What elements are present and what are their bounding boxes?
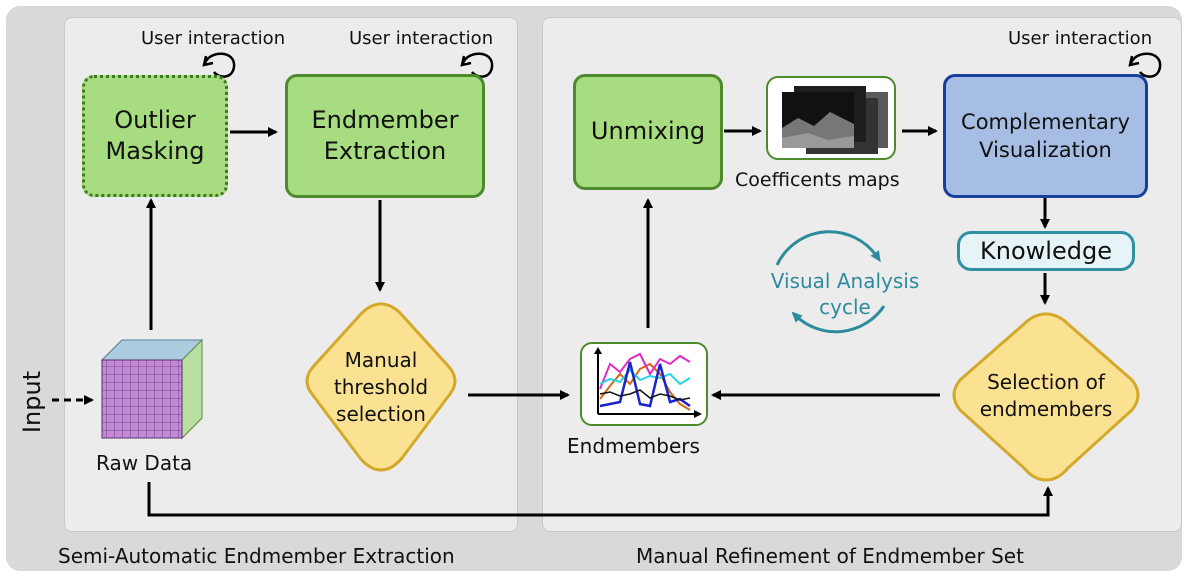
endmember-extraction-label: Endmember Extraction bbox=[311, 105, 459, 165]
data-cube-icon bbox=[100, 338, 204, 440]
spectral-plot-icon bbox=[594, 347, 702, 418]
raw-data-label: Raw Data bbox=[96, 451, 193, 475]
outlier-masking-label: Outlier Masking bbox=[105, 105, 205, 165]
manual-threshold-label-wrap: Manual threshold selection bbox=[298, 300, 464, 474]
user-interaction-label-1: User interaction bbox=[141, 28, 286, 49]
endmember-extraction-node: Endmember Extraction bbox=[285, 74, 485, 198]
loop-arrow-icon bbox=[1128, 52, 1162, 78]
outlier-masking-node: Outlier Masking bbox=[82, 75, 228, 197]
user-interaction-label-3: User interaction bbox=[1008, 28, 1153, 49]
endmembers-label: Endmembers bbox=[567, 434, 700, 458]
right-panel-caption: Manual Refinement of Endmember Set bbox=[636, 544, 1024, 568]
visual-analysis-cycle-label: Visual Analysis cycle bbox=[770, 269, 920, 319]
manual-threshold-diamond bbox=[305, 302, 457, 472]
endmembers-box bbox=[580, 342, 708, 426]
knowledge-label: Knowledge bbox=[980, 237, 1112, 265]
arrow-rawdata-to-selection bbox=[147, 482, 1053, 517]
user-interaction-label-2: User interaction bbox=[349, 28, 494, 49]
manual-threshold-label: Manual threshold selection bbox=[333, 347, 429, 426]
coefficient-maps-box bbox=[766, 76, 896, 160]
left-panel-caption: Semi-Automatic Endmember Extraction bbox=[58, 544, 455, 568]
selection-endmembers-label: Selection of endmembers bbox=[979, 370, 1113, 421]
selection-endmembers-label-wrap: Selection of endmembers bbox=[944, 308, 1148, 484]
cycle-arrows-icon bbox=[775, 230, 886, 334]
coefficient-maps-label: Coefficents maps bbox=[735, 169, 900, 191]
image-stack-icon bbox=[782, 86, 888, 154]
complementary-visualization-node: Complementary Visualization bbox=[943, 74, 1148, 198]
loop-arrow-icon bbox=[202, 52, 236, 78]
unmixing-node: Unmixing bbox=[573, 74, 723, 190]
knowledge-node: Knowledge bbox=[957, 231, 1135, 271]
selection-endmembers-diamond bbox=[952, 312, 1140, 482]
complementary-visualization-label: Complementary Visualization bbox=[961, 109, 1130, 162]
unmixing-label: Unmixing bbox=[590, 117, 706, 146]
